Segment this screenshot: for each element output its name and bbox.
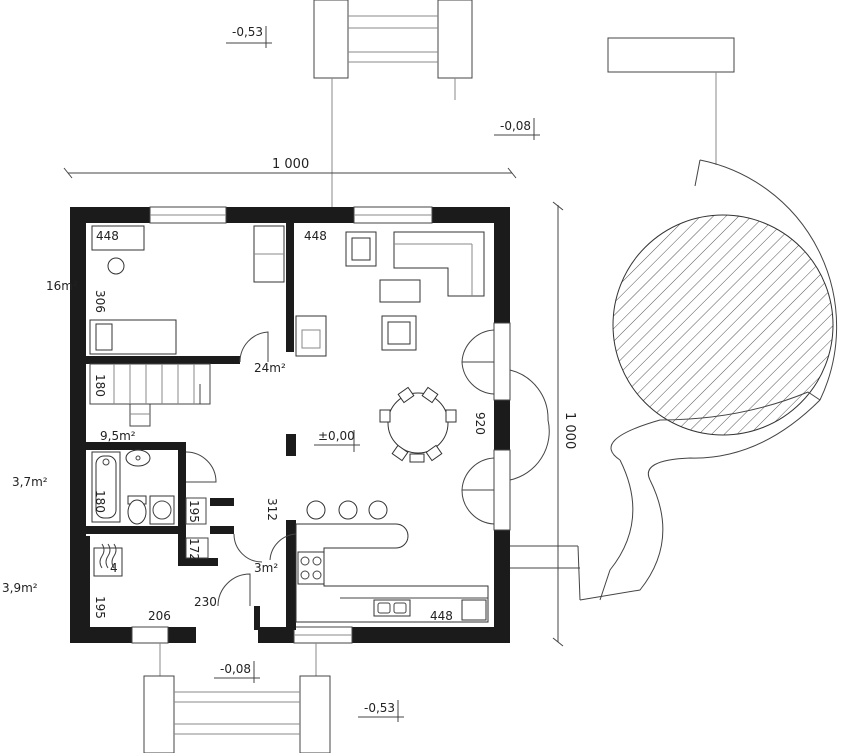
svg-text:3m²: 3m² — [254, 561, 278, 575]
svg-text:1 000: 1 000 — [562, 412, 577, 449]
svg-text:24m²: 24m² — [254, 361, 286, 375]
overall-width-dimension: 1 000 — [63, 157, 517, 179]
svg-text:312: 312 — [265, 498, 279, 521]
svg-text:3,7m²: 3,7m² — [12, 475, 48, 489]
svg-text:230: 230 — [194, 595, 217, 609]
svg-text:172: 172 — [187, 538, 201, 561]
kitchen — [295, 500, 489, 623]
room-dimensions: 448 448 448 306 180 180 195 172 195 230 … — [93, 229, 487, 623]
svg-text:4: 4 — [110, 561, 118, 575]
svg-text:180: 180 — [93, 490, 107, 513]
svg-text:-0,08: -0,08 — [220, 662, 251, 676]
svg-text:306: 306 — [93, 290, 107, 313]
svg-text:-0,53: -0,53 — [232, 25, 263, 39]
svg-text:448: 448 — [430, 609, 453, 623]
dining-table — [379, 386, 457, 463]
area-labels: 16m² 9,5m² 3,7m² 3,9m² 4 24m² 3m² — [2, 279, 286, 595]
svg-text:195: 195 — [93, 596, 107, 619]
windows — [131, 206, 511, 644]
svg-text:-0,53: -0,53 — [364, 701, 395, 715]
svg-text:448: 448 — [304, 229, 327, 243]
svg-text:1 000: 1 000 — [272, 157, 309, 172]
level-marker-bottom: -0,53 — [358, 700, 404, 722]
stairs — [89, 363, 211, 427]
svg-text:-0,08: -0,08 — [500, 119, 531, 133]
svg-text:920: 920 — [473, 412, 487, 435]
svg-text:195: 195 — [187, 500, 201, 523]
svg-text:16m²: 16m² — [46, 279, 78, 293]
svg-text:448: 448 — [96, 229, 119, 243]
top-pergola — [313, 0, 473, 208]
overall-height-dimension: 1 000 — [552, 201, 577, 647]
garden-terrace — [510, 159, 838, 601]
bedroom-furniture — [89, 225, 285, 355]
boiler-room — [93, 537, 209, 577]
doors — [185, 329, 550, 607]
svg-text:±0,00: ±0,00 — [318, 429, 355, 443]
level-marker-center: ±0,00 — [314, 429, 360, 452]
bottom-pergola — [143, 643, 331, 753]
bathroom-fixtures — [91, 449, 207, 525]
chimney — [286, 434, 296, 454]
svg-text:206: 206 — [148, 609, 171, 623]
svg-text:9,5m²: 9,5m² — [100, 429, 136, 443]
level-marker-top-left: -0,53 — [226, 25, 272, 48]
living-furniture — [295, 231, 485, 357]
terrace-box — [607, 37, 735, 165]
level-marker-bottom-mid: -0,08 — [214, 661, 260, 683]
svg-text:3,9m²: 3,9m² — [2, 581, 38, 595]
exterior-walls — [70, 207, 510, 643]
svg-text:180: 180 — [93, 374, 107, 397]
level-marker-top-right: -0,08 — [494, 118, 540, 140]
